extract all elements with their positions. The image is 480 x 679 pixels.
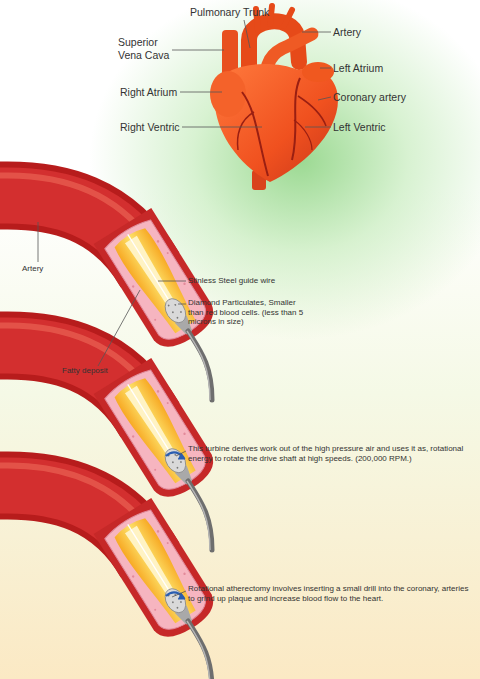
heart bbox=[210, 6, 338, 190]
note-text: Rotational atherectomy involves insertin… bbox=[188, 584, 473, 603]
artery-section bbox=[0, 465, 221, 679]
part-label: Left Atrium bbox=[333, 62, 383, 75]
part-label: Coronary artery bbox=[333, 91, 406, 104]
note-text: Diamond Particulates, Smaller than red b… bbox=[188, 298, 306, 327]
leader-lines bbox=[38, 222, 186, 597]
note-text: Stinless Steel guide wire bbox=[188, 276, 275, 286]
part-label: Left Ventric bbox=[333, 121, 386, 134]
leader-lines bbox=[172, 20, 331, 127]
part-label: Fatty deposit bbox=[62, 366, 108, 376]
rotation-arrow bbox=[166, 452, 185, 599]
part-label: Artery bbox=[22, 264, 43, 274]
part-label: Right Ventric bbox=[120, 121, 180, 134]
part-label: Artery bbox=[333, 26, 361, 39]
part-label: Superior Vena Cava bbox=[118, 36, 176, 61]
note-text: This turbine derives work out of the hig… bbox=[188, 444, 473, 463]
part-label: Right Atrium bbox=[120, 86, 177, 99]
part-label: Pulmonary Trunk bbox=[190, 6, 269, 19]
